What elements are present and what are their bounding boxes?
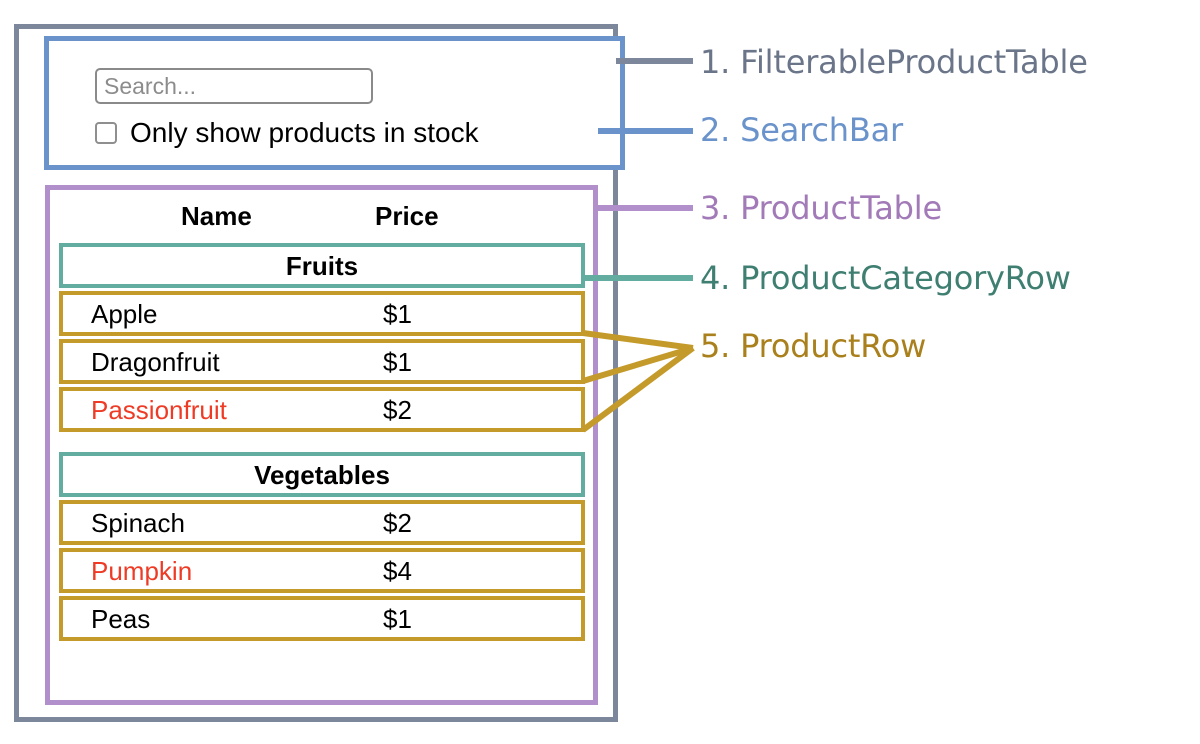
product-price: $2 (383, 507, 412, 538)
product-table-frame: Name Price Fruits Apple $1 Dragonfruit $… (45, 185, 598, 705)
product-row: Passionfruit $2 (59, 387, 585, 432)
product-row: Pumpkin $4 (59, 548, 585, 593)
product-name: Apple (91, 298, 158, 329)
product-price: $1 (383, 346, 412, 377)
product-name: Dragonfruit (91, 346, 220, 377)
column-header-price: Price (375, 201, 439, 231)
product-name: Passionfruit (91, 394, 227, 425)
product-row: Spinach $2 (59, 500, 585, 545)
search-bar-frame: Search... Only show products in stock (44, 36, 625, 170)
product-category-row: Vegetables (59, 452, 585, 497)
product-row: Peas $1 (59, 596, 585, 641)
only-in-stock-label: Only show products in stock (130, 117, 479, 148)
product-price: $1 (383, 603, 412, 634)
product-row: Apple $1 (59, 291, 585, 336)
category-label: Fruits (285, 250, 359, 281)
product-table-header: Name Price (50, 199, 593, 237)
callout-label-product-table: 3. ProductTable (700, 189, 942, 227)
group-separator (59, 435, 585, 452)
product-name: Pumpkin (91, 555, 193, 586)
product-price: $1 (383, 298, 412, 329)
search-input[interactable]: Search... (95, 68, 373, 104)
product-table-rows: Fruits Apple $1 Dragonfruit $1 Passionfr… (59, 243, 585, 644)
callout-label-search-bar: 2. SearchBar (700, 111, 903, 149)
only-in-stock-checkbox[interactable] (95, 122, 117, 144)
product-name: Peas (91, 603, 151, 634)
column-header-name: Name (181, 201, 252, 231)
product-name: Spinach (91, 507, 185, 538)
category-label: Vegetables (254, 459, 390, 490)
in-stock-filter-row[interactable]: Only show products in stock (95, 119, 479, 147)
callout-label-product-category-row: 4. ProductCategoryRow (700, 259, 1071, 297)
callout-label-filterable-product-table: 1. FilterableProductTable (700, 43, 1088, 81)
product-price: $2 (383, 394, 412, 425)
product-row: Dragonfruit $1 (59, 339, 585, 384)
product-price: $4 (383, 555, 412, 586)
product-category-row: Fruits (59, 243, 585, 288)
callout-label-product-row: 5. ProductRow (700, 327, 927, 365)
